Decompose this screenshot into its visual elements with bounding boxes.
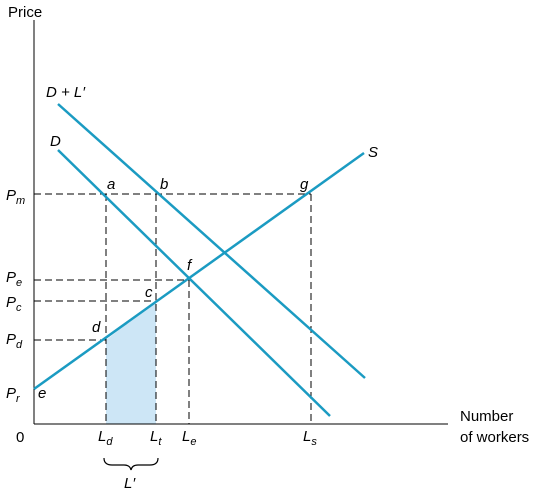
quantity-label-lt: Lt: [150, 428, 162, 448]
brace-label: L′: [124, 475, 136, 492]
demand-plus-curve: [57, 103, 366, 379]
shaded-area: [106, 301, 156, 424]
quantity-label-ls: Ls: [303, 428, 317, 448]
quantity-label-le: Le: [182, 428, 196, 448]
point-label-a: a: [107, 176, 115, 193]
price-label-pe: Pe: [6, 269, 22, 289]
point-label-d: d: [92, 319, 101, 336]
y-axis-label: Price: [8, 4, 42, 21]
supply-curve: [33, 151, 365, 391]
price-label-pm: Pm: [6, 187, 25, 207]
point-label-b: b: [160, 176, 168, 193]
point-label-c: c: [145, 284, 153, 301]
brace: [103, 457, 159, 471]
point-label-e: e: [38, 385, 46, 402]
price-label-pc: Pc: [6, 294, 22, 314]
price-label-pd: Pd: [6, 331, 23, 351]
supply-label: S: [368, 144, 378, 161]
x-axis-label-line1: Number: [460, 408, 513, 425]
point-label-g: g: [300, 176, 309, 193]
price-label-pr: Pr: [6, 385, 21, 405]
demand-curve: [57, 149, 331, 417]
quantity-label-ld: Ld: [98, 428, 113, 448]
point-label-f: f: [187, 257, 193, 274]
x-axis-label-line2: of workers: [460, 429, 529, 446]
demand-label: D: [50, 133, 61, 150]
origin-label: 0: [16, 429, 24, 446]
demand-plus-label: D + L′: [46, 84, 86, 101]
